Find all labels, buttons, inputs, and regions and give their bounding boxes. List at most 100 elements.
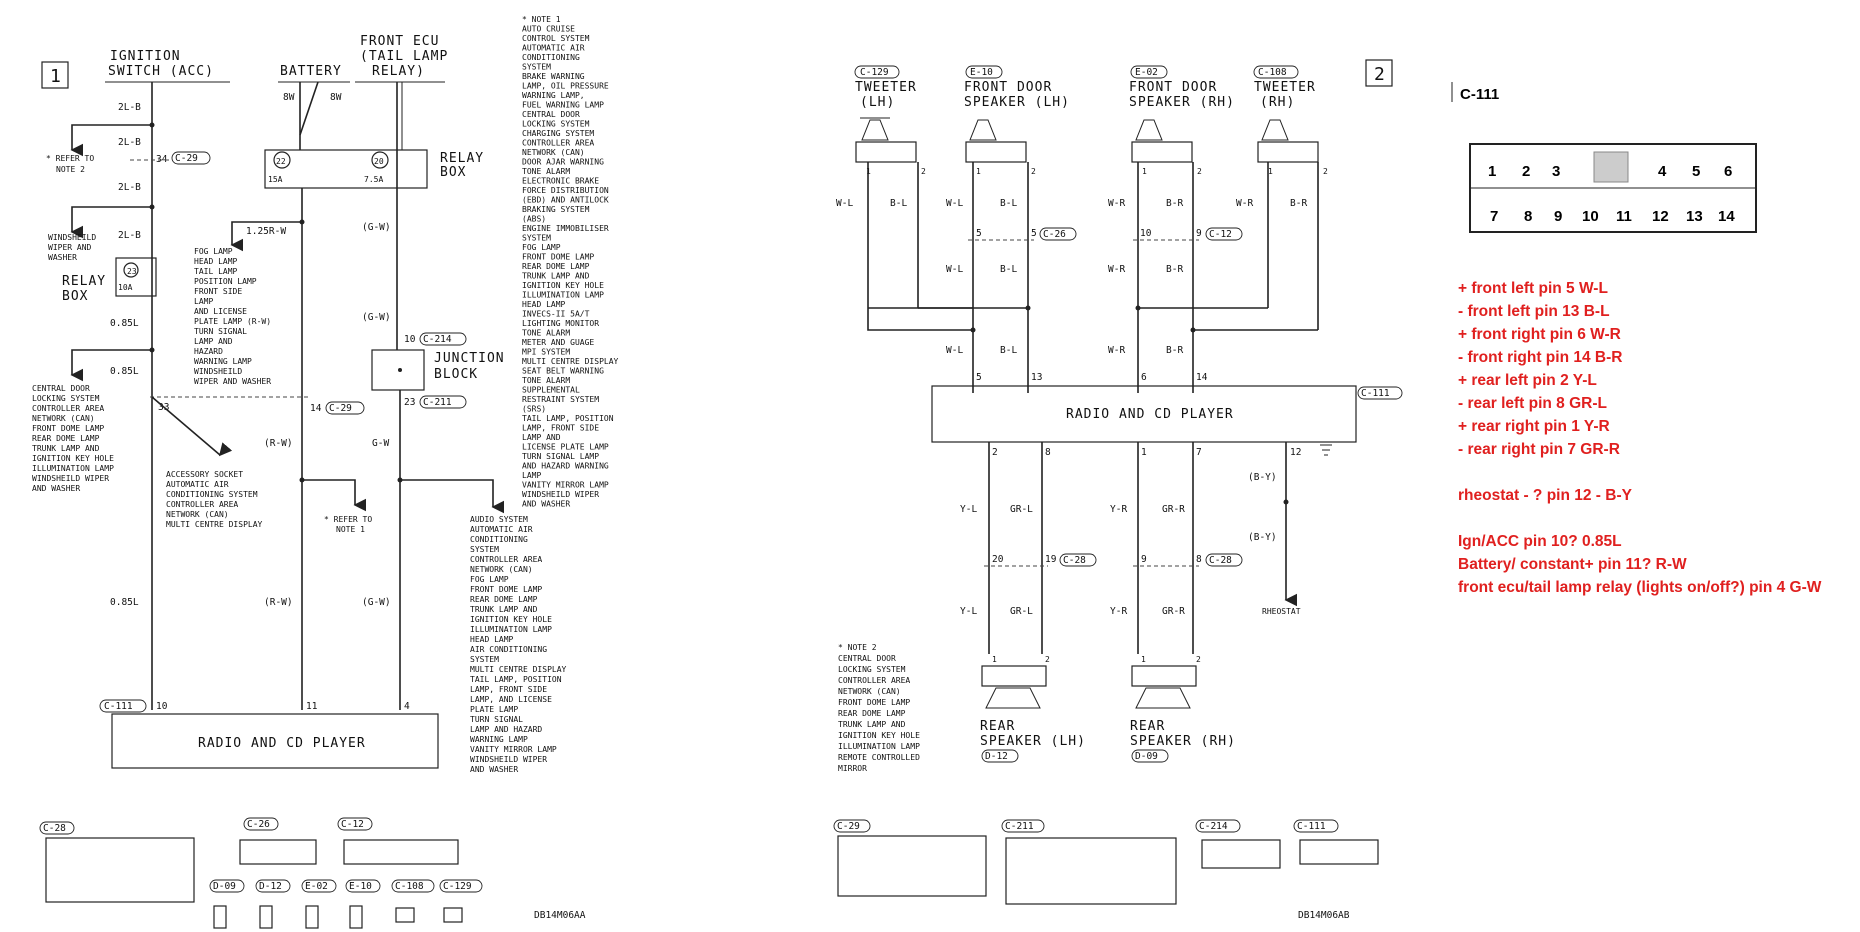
label-text: C-214 (423, 334, 452, 345)
label-text: FRONT DOME LAMP (32, 424, 104, 433)
label-text: HEAD LAMP (194, 257, 238, 266)
label-text: W-R (1108, 264, 1125, 275)
label-text: FOG LAMP (194, 247, 233, 256)
label-text: G-W (372, 438, 389, 449)
section-number-box (41, 61, 69, 89)
fog-list: FOG LAMP HEAD LAMP TAIL LAMP POSITION LA… (194, 247, 271, 386)
ignition-header-1: IGNITION (110, 49, 181, 64)
label-text: ILLUMINATION LAMP (32, 464, 114, 473)
ignition-header-2: SWITCH (ACC) (108, 64, 214, 79)
label-text: 12 (1652, 208, 1669, 225)
label-text: FORCE DISTRIBUTION (522, 186, 609, 195)
label-text: TRUNK LAMP AND (522, 272, 590, 281)
label-text: ELECTRONIC BRAKE (522, 177, 599, 186)
label-text: C-28 (1063, 555, 1086, 566)
label-text: rheostat - ? pin 12 - B-Y (1458, 487, 1633, 504)
label-text: WARNING LAMP (470, 735, 528, 744)
label-text: * NOTE 1 (522, 15, 561, 24)
label-text: C-211 (423, 397, 452, 408)
label-text: 1 (1488, 163, 1496, 180)
label-text: D-09 (1135, 751, 1158, 762)
label-text: E-10 (970, 67, 993, 78)
label-text: LOCKING SYSTEM (838, 665, 906, 674)
label-text: GR-L (1010, 606, 1033, 617)
label-text: 2 (1031, 167, 1036, 176)
label-text: SYSTEM (470, 655, 499, 664)
label-text: W-L (836, 198, 853, 209)
label-text: LAMP, FRONT SIDE (522, 424, 599, 433)
label-text: - front right pin 14 B-R (1458, 349, 1622, 366)
label-text: ILLUMINATION LAMP (470, 625, 552, 634)
label-text: 2L-B (118, 137, 141, 148)
label-text: C-129 (443, 881, 472, 892)
label-text: * REFER TO (46, 154, 94, 163)
label-text: 0.85L (110, 597, 139, 608)
label-text: SUPPLEMENTAL (522, 386, 580, 395)
label-text: 5 (976, 372, 982, 383)
label-text: 9 (1141, 554, 1147, 565)
label-text: AND LICENSE (194, 307, 247, 316)
label-text: VANITY MIRROR LAMP (522, 481, 609, 490)
label-text: ENGINE IMMOBILISER (522, 224, 609, 233)
label-text: C-111 (1297, 821, 1326, 832)
label-text: 2 (921, 167, 926, 176)
label-text: WINDSHEILD (48, 233, 96, 242)
label-text: RHEOSTAT (1262, 607, 1301, 616)
label-text: 7.5A (364, 175, 383, 184)
label-text: 10A (118, 283, 133, 292)
label-text: E-02 (305, 881, 328, 892)
label-text: 11 (306, 701, 318, 712)
label-text: SPEAKER (RH) (1130, 734, 1236, 749)
label-text: WINDSHEILD WIPER (522, 490, 599, 499)
label-text: CENTRAL DOOR (838, 654, 896, 663)
label-text: BOX (440, 165, 466, 180)
label-text: LICENSE PLATE LAMP (522, 443, 609, 452)
label-text: Y-R (1110, 606, 1127, 617)
label-text: CENTRAL DOOR (32, 384, 90, 393)
right-radio-box (931, 385, 1357, 443)
label-text: AUTOMATIC AIR (470, 525, 533, 534)
label-text: CONTROLLER AREA (838, 676, 910, 685)
label-text: + rear left pin 2 Y-L (1458, 372, 1597, 389)
label-text: C-29 (329, 403, 352, 414)
label-text: + front right pin 6 W-R (1458, 326, 1621, 343)
label-text: LAMP AND (522, 433, 561, 442)
label-text: MULTI CENTRE DISPLAY (470, 665, 567, 674)
label-text: MPI SYSTEM (522, 348, 570, 357)
label-text: C-214 (1199, 821, 1228, 832)
label-text: B-L (1000, 345, 1017, 356)
label-text: CONTROLLER AREA (470, 555, 542, 564)
label-text: HEAD LAMP (522, 300, 566, 309)
label-text: TRUNK LAMP AND (838, 720, 906, 729)
label-text: CONTROLLER AREA (166, 500, 238, 509)
label-text: ILLUMINATION LAMP (838, 742, 920, 751)
label-text: RESTRAINT SYSTEM (522, 395, 599, 404)
label-text: 1 (992, 655, 997, 664)
label-text: REAR DOME LAMP (32, 434, 100, 443)
label-text: + front left pin 5 W-L (1458, 280, 1608, 297)
label-text: REAR DOME LAMP (522, 262, 590, 271)
label-text: RADIO AND CD PLAYER (1066, 407, 1234, 422)
label-text: D-12 (985, 751, 1008, 762)
label-text: 5 (1692, 163, 1700, 180)
label-text: IGNITION KEY HOLE (522, 281, 604, 290)
label-text: CONDITIONING (470, 535, 528, 544)
right-diagram: 2 C-129 TWEETER (LH) E-10 FRONT DOOR SPE… (833, 59, 1403, 921)
label-text: WASHER (48, 253, 77, 262)
label-text: FUEL WARNING LAMP (522, 101, 604, 110)
label-text: 2L-B (118, 230, 141, 241)
label-text: (RH) (1260, 95, 1295, 110)
label-text: SPEAKER (LH) (964, 95, 1070, 110)
label-text: CONTROLLER AREA (522, 139, 594, 148)
label-text: NETWORK (CAN) (166, 510, 229, 519)
label-text: NETWORK (CAN) (522, 148, 585, 157)
label-text: C-129 (860, 67, 889, 78)
label-text: 9 (1554, 208, 1562, 225)
label-text: AND WASHER (32, 484, 80, 493)
label-text: (R-W) (264, 597, 293, 608)
label-text: 8W (330, 92, 342, 103)
front-ecu-header-2: (TAIL LAMP (360, 49, 448, 64)
label-text: AUTOMATIC AIR (166, 480, 229, 489)
label-text: 2 (1045, 655, 1050, 664)
label-text: 1 (1141, 655, 1146, 664)
